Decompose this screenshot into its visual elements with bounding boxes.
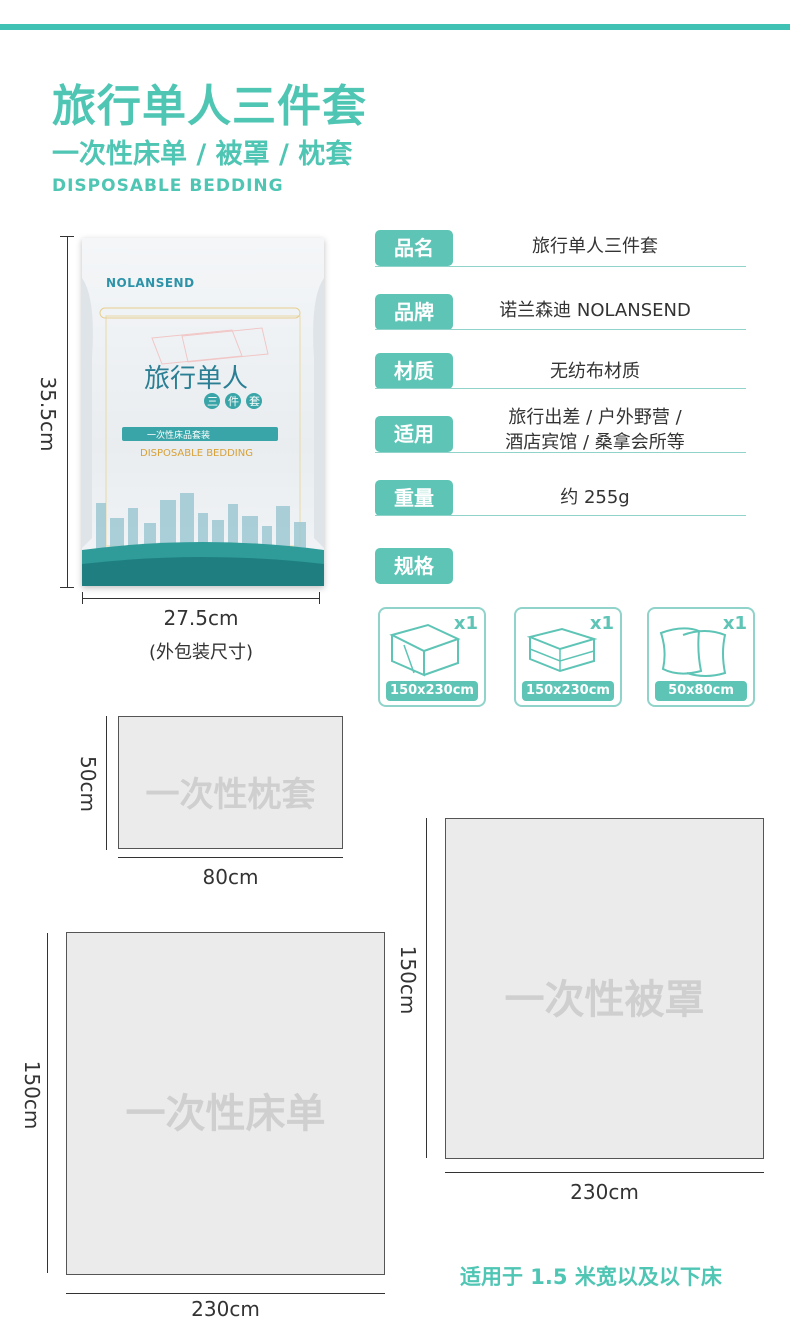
- spec-value-usage-line1: 旅行出差 / 户外野营 /: [508, 407, 682, 428]
- package-height-label: 35.5cm: [36, 376, 60, 452]
- spec-tag-name: 品名: [375, 230, 453, 266]
- item-count: x1: [589, 613, 614, 634]
- package-size-note: (外包装尺寸): [148, 642, 254, 663]
- package-train-strip: [122, 427, 278, 441]
- package-title: 旅行单人: [144, 364, 249, 394]
- sheet-width-line: [66, 1293, 385, 1294]
- sheet-height-line: [47, 933, 48, 1273]
- package-badge-1: 三: [207, 395, 218, 408]
- item-card-quilt-cover: x1 150x230cm: [514, 607, 622, 707]
- quilt-width-label: 230cm: [570, 1180, 639, 1204]
- spec-value-name: 旅行单人三件套: [532, 236, 658, 257]
- package-badge-3: 套: [249, 395, 260, 408]
- item-size: 150x230cm: [386, 681, 478, 701]
- item-size: 150x230cm: [522, 681, 614, 701]
- item-count: x1: [722, 613, 747, 634]
- bed-sheet-label: 一次性床单: [125, 1091, 326, 1137]
- sheet-width-label: 230cm: [191, 1297, 260, 1321]
- spec-tag-specification: 规格: [375, 548, 453, 584]
- spec-tag-material: 材质: [375, 353, 453, 389]
- spec-value-weight: 约 255g: [560, 487, 630, 508]
- quilt-width-line: [445, 1172, 764, 1173]
- quilt-cover-label: 一次性被罩: [504, 977, 705, 1023]
- folded-quilt-icon: [526, 627, 598, 673]
- spec-value-usage-line2: 酒店宾馆 / 桑拿会所等: [505, 432, 685, 453]
- package-english-text: DISPOSABLE BEDDING: [140, 448, 253, 459]
- package-image: NOLANSEND 旅行单人 三 件 套 一次性床品套装 DISPOSABLE …: [82, 238, 324, 586]
- item-size: 50x80cm: [655, 681, 747, 701]
- quilt-cover-diagram: 一次性被罩: [445, 818, 764, 1159]
- spec-value-brand: 诺兰森迪 NOLANSEND: [499, 300, 691, 321]
- item-card-pillowcase: x1 50x80cm: [647, 607, 755, 707]
- spec-divider: [375, 388, 746, 389]
- spec-divider: [375, 515, 746, 516]
- pillowcase-diagram: 一次性枕套: [118, 716, 343, 849]
- width-dimension-line: [82, 598, 320, 599]
- height-dimension-tick-bottom: [60, 587, 74, 588]
- page-title: 旅行单人三件套: [52, 81, 367, 132]
- bed-sheet-icon: [389, 623, 461, 677]
- pillowcase-width-label: 80cm: [202, 865, 259, 889]
- quilt-height-label: 150cm: [396, 945, 420, 1015]
- package-strip-text: 一次性床品套装: [147, 431, 211, 441]
- package-width-label: 27.5cm: [163, 606, 239, 630]
- spec-tag-brand: 品牌: [375, 294, 453, 330]
- pillowcase-label: 一次性枕套: [145, 775, 316, 815]
- spec-divider: [375, 266, 746, 267]
- bed-size-footnote: 适用于 1.5 米宽以及以下床: [460, 1265, 722, 1289]
- quilt-height-line: [426, 818, 427, 1158]
- package-brand-logo: NOLANSEND: [106, 276, 195, 290]
- spec-value-material: 无纺布材质: [550, 361, 640, 382]
- pillowcase-height-label: 50cm: [76, 756, 100, 812]
- item-count: x1: [453, 613, 478, 634]
- top-accent-bar: [0, 24, 790, 30]
- spec-tag-usage: 适用: [375, 416, 453, 452]
- sheet-height-label: 150cm: [20, 1060, 44, 1130]
- page-english-title: DISPOSABLE BEDDING: [52, 176, 284, 196]
- pillowcase-height-line: [106, 716, 107, 850]
- spec-tag-weight: 重量: [375, 480, 453, 516]
- spec-divider: [375, 329, 746, 330]
- item-card-bed-sheet: x1 150x230cm: [378, 607, 486, 707]
- package-badge-2: 件: [228, 395, 239, 408]
- width-dimension-tick-right: [319, 592, 320, 604]
- bed-sheet-diagram: 一次性床单: [66, 932, 385, 1275]
- pillow-icon: [659, 627, 727, 677]
- pillowcase-width-line: [118, 857, 343, 858]
- page-subtitle: 一次性床单 / 被罩 / 枕套: [52, 139, 353, 170]
- spec-divider: [375, 452, 746, 453]
- package-artwork: [82, 278, 324, 586]
- height-dimension-line: [67, 236, 68, 588]
